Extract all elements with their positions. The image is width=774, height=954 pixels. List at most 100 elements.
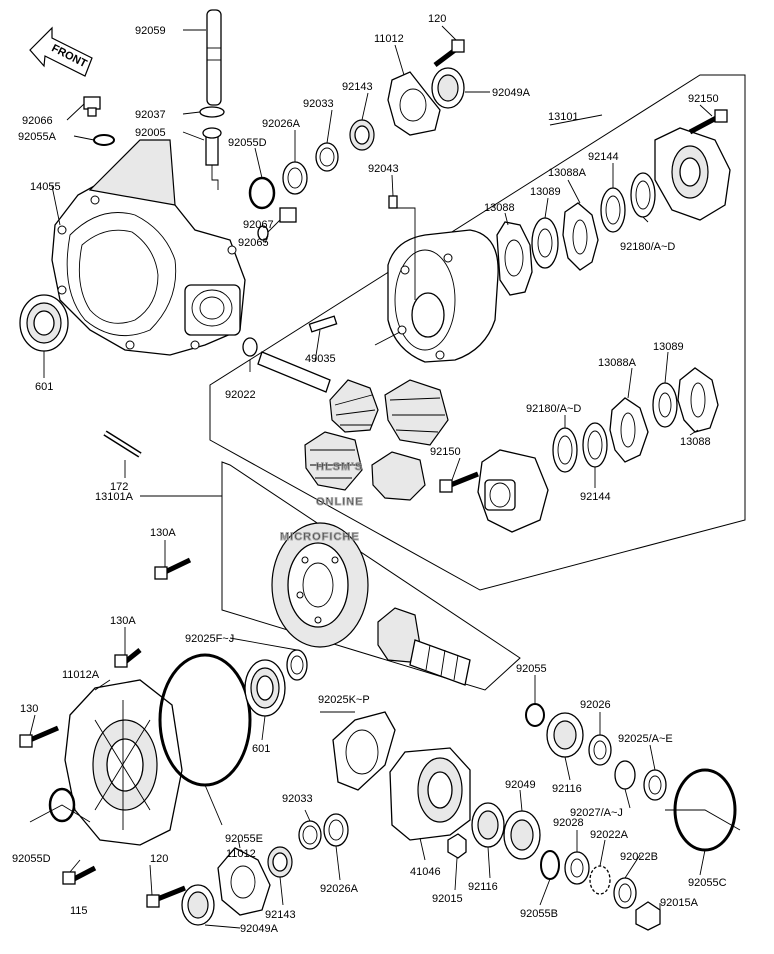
oring-92055B [540, 850, 560, 880]
pin-92043 [388, 195, 398, 209]
bolt-130 [19, 725, 59, 748]
callout: 92026A [320, 883, 359, 895]
callout: 120 [150, 853, 168, 865]
plate-13089-upper [531, 217, 559, 269]
callout: 49035 [305, 353, 336, 365]
housing-14055 [51, 139, 246, 356]
callout: 14055 [30, 181, 61, 193]
callout: 92150 [430, 446, 461, 458]
callout: 13088 [484, 202, 515, 214]
watermark-line-1: HLSM'S [316, 461, 363, 473]
bolt-115 [62, 865, 97, 885]
bolt-92150-upper [688, 109, 728, 135]
callout-labels: 92059 92037 92005 92066 92055A 14055 601… [12, 13, 727, 935]
shim-92180-lower [552, 427, 578, 473]
pin-92059 [206, 9, 222, 106]
callout: 601 [252, 743, 270, 755]
callout: 92025/A~E [618, 733, 673, 745]
callout: 92116 [552, 783, 582, 795]
plate-13088-upper [496, 221, 533, 296]
callout: 92055D [12, 853, 51, 865]
bolt-92150-lower [439, 471, 479, 493]
nut-92015 [447, 833, 467, 859]
spider-gear-2 [384, 379, 449, 446]
spider-gear-4 [371, 451, 426, 501]
callout: 130 [20, 703, 38, 715]
washer-92037 [199, 106, 225, 118]
callout: 92022 [225, 389, 256, 401]
callout: 92033 [282, 793, 313, 805]
callout: 13101 [548, 111, 579, 123]
callout: 92027/A~J [570, 807, 623, 819]
washer-92144-upper [600, 187, 626, 233]
ring-92033-lower [298, 820, 322, 850]
oring-92055D-lower [48, 787, 76, 823]
diff-case-13101 [387, 229, 499, 363]
callout: 92116 [468, 881, 498, 893]
bearing-holder-41046 [389, 747, 471, 841]
ring-92143-upper [349, 119, 375, 151]
bolt-120-upper [433, 39, 465, 67]
callout: 92015A [660, 897, 699, 909]
bearing-601-upper [19, 294, 69, 352]
side-cap-upper [654, 127, 731, 221]
plate-13089-lower [652, 382, 678, 428]
callout: 41046 [410, 866, 441, 878]
bearing-92049 [503, 810, 541, 860]
callout: 92066 [22, 115, 53, 127]
seal-92026A-upper [282, 161, 308, 195]
callout: 92055C [688, 877, 727, 889]
oring-92055A [93, 134, 115, 146]
callout: 92055B [520, 908, 558, 920]
bolt-92067 [279, 207, 297, 223]
plate-13088A-lower [609, 397, 649, 463]
callout: 92143 [342, 81, 373, 93]
bolt-92005 [202, 127, 222, 166]
callout: 92037 [135, 109, 166, 121]
watermark-line-2: ONLINE [316, 496, 364, 508]
watermark-line-3: MICROFICHE [280, 531, 360, 543]
nut-92015A [635, 901, 661, 931]
callout: 92143 [265, 909, 296, 921]
shim-92025FJ [286, 649, 308, 681]
gasket-92025KP [332, 711, 396, 791]
bearing-92116-b [546, 712, 584, 758]
callout: 92055 [516, 663, 547, 675]
washer-92022B [613, 877, 637, 909]
callout: 172 [110, 481, 128, 493]
plug-92066 [83, 96, 101, 117]
bearing-92049A-upper [431, 67, 465, 109]
oring-92055 [525, 703, 545, 727]
callout: 92049A [240, 923, 279, 935]
callout: 92055A [18, 131, 57, 143]
callout: 92026 [580, 699, 611, 711]
washer-92022A [589, 865, 611, 895]
seal-92026 [588, 734, 612, 766]
callout: 92005 [135, 127, 166, 139]
callout: 92026A [262, 118, 301, 130]
callout: 92144 [588, 151, 619, 163]
seal-92026A-lower [323, 813, 349, 847]
callout: 13088A [548, 167, 587, 179]
bearing-92049A-lower [181, 884, 215, 926]
callout: 92144 [580, 491, 611, 503]
callout: 13088 [680, 436, 711, 448]
callout: 11012A [62, 669, 100, 681]
callout: 120 [428, 13, 446, 25]
drive-pinion [377, 607, 471, 686]
gear-set-frame [221, 461, 521, 691]
spider-gear-3 [304, 431, 363, 491]
callout: 92022A [590, 829, 629, 841]
callout: 92015 [432, 893, 463, 905]
bearing-92116-a [471, 802, 505, 848]
callout: 11012 [226, 848, 256, 860]
diff-assembly-frame [209, 74, 746, 591]
ring-gear [271, 522, 369, 648]
callout: 92180/A~D [526, 403, 581, 415]
washer-92065 [257, 225, 269, 241]
callout: 92065 [238, 237, 269, 249]
shim-92025AE [643, 769, 667, 801]
shaft-pinion [257, 351, 331, 393]
washer-92144-lower [582, 422, 608, 468]
